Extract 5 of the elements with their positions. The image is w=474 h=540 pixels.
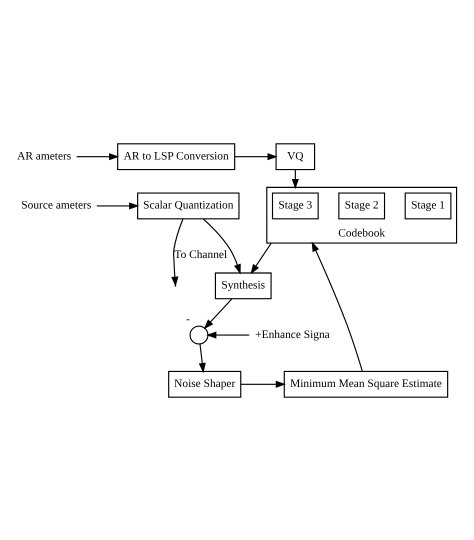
node-text: AR ameters xyxy=(17,150,72,162)
node-text: +Enhance Signa xyxy=(255,328,330,340)
node-label: - xyxy=(186,312,190,325)
edge-label: To Channel xyxy=(174,248,228,260)
node-text: Source ameters xyxy=(21,199,92,212)
